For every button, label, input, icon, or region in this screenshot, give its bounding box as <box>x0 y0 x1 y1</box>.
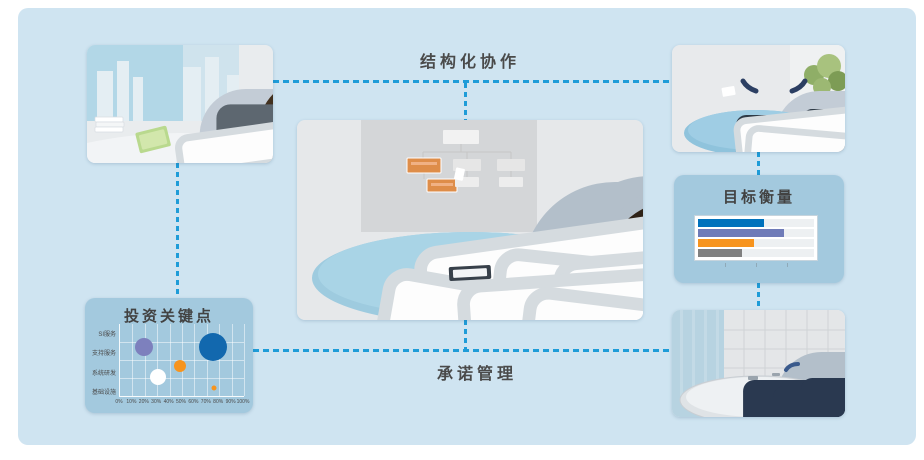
connector-center-to-bottom <box>464 320 467 349</box>
table-papers-graphic <box>357 208 643 320</box>
goal-bar <box>698 249 743 257</box>
investment-bubble-chart <box>119 324 245 397</box>
x-axis-label: 10% <box>126 399 137 405</box>
x-axis-label: 30% <box>151 399 162 405</box>
x-axis-label: 80% <box>213 399 224 405</box>
axis-tick <box>725 263 726 267</box>
y-axis-label: 支持服务 <box>91 351 116 358</box>
meeting-scene-graphic <box>87 45 273 163</box>
meeting-illustration-top-right <box>672 45 845 152</box>
green-laptop-graphic <box>135 125 171 154</box>
x-axis-label: 90% <box>225 399 236 405</box>
x-axis-label: 0% <box>115 399 123 405</box>
x-axis-label: 70% <box>200 399 211 405</box>
axis-tick <box>756 263 757 267</box>
connector-right-lower <box>757 283 760 310</box>
goal-measurement-panel: 目标衡量 <box>674 175 844 283</box>
goal-bar <box>698 229 784 237</box>
goal-bar-chart <box>694 215 818 261</box>
connector-left-vertical <box>176 163 179 298</box>
bubble-data-point <box>134 338 153 357</box>
label-commitment-management: 承诺管理 <box>436 366 517 383</box>
meeting-illustration-top-left <box>87 45 273 163</box>
connector-top-to-center <box>464 83 467 120</box>
goal-axis-ticks <box>694 263 818 268</box>
connector-right-upper <box>757 152 760 175</box>
investment-keypoints-panel: 投资关键点 SI服务支持服务系统研发基础设施 0%10%20%30%40%50%… <box>85 298 253 413</box>
meeting-illustration-bottom-right <box>672 310 845 417</box>
bubble-chart-y-labels: SI服务支持服务系统研发基础设施 <box>85 324 116 396</box>
x-axis-label: 100% <box>236 399 250 405</box>
y-axis-label: 系统研发 <box>91 370 116 377</box>
x-axis-label: 20% <box>138 399 149 405</box>
roundtable-scene-graphic <box>297 120 643 320</box>
org-chart-graphic <box>406 130 525 193</box>
bubble-data-point <box>199 333 227 362</box>
axis-tick <box>787 263 788 267</box>
investment-panel-title: 投资关键点 <box>123 308 214 325</box>
x-axis-label: 60% <box>188 399 199 405</box>
goal-bar-track <box>698 219 814 227</box>
conference-scene-graphic <box>672 310 845 417</box>
gridline <box>120 342 244 343</box>
y-axis-label: 基础设施 <box>91 390 116 397</box>
bubble-chart-x-labels: 0%10%20%30%40%50%60%70%80%90%100% <box>115 399 249 406</box>
x-axis-label: 40% <box>163 399 174 405</box>
goal-bar-track <box>698 249 814 257</box>
paper-stack-graphic <box>94 116 125 133</box>
goal-bar-track <box>698 229 814 237</box>
goal-bar-track <box>698 239 814 247</box>
goal-panel-title: 目标衡量 <box>722 189 795 206</box>
meeting-illustration-center-roundtable <box>297 120 643 320</box>
y-axis-label: SI服务 <box>98 331 116 338</box>
label-structured-collaboration: 结构化协作 <box>419 54 520 71</box>
bubble-data-point <box>173 359 186 372</box>
gridline <box>120 378 244 379</box>
gridline <box>244 324 245 396</box>
connector-top-horizontal <box>273 80 672 83</box>
workshop-scene-graphic <box>672 45 845 152</box>
goal-bar <box>698 219 765 227</box>
bubble-data-point <box>211 385 217 391</box>
x-axis-label: 50% <box>175 399 187 405</box>
bubble-data-point <box>150 368 167 385</box>
goal-bar <box>698 239 754 247</box>
connector-bottom-horizontal <box>253 349 672 352</box>
